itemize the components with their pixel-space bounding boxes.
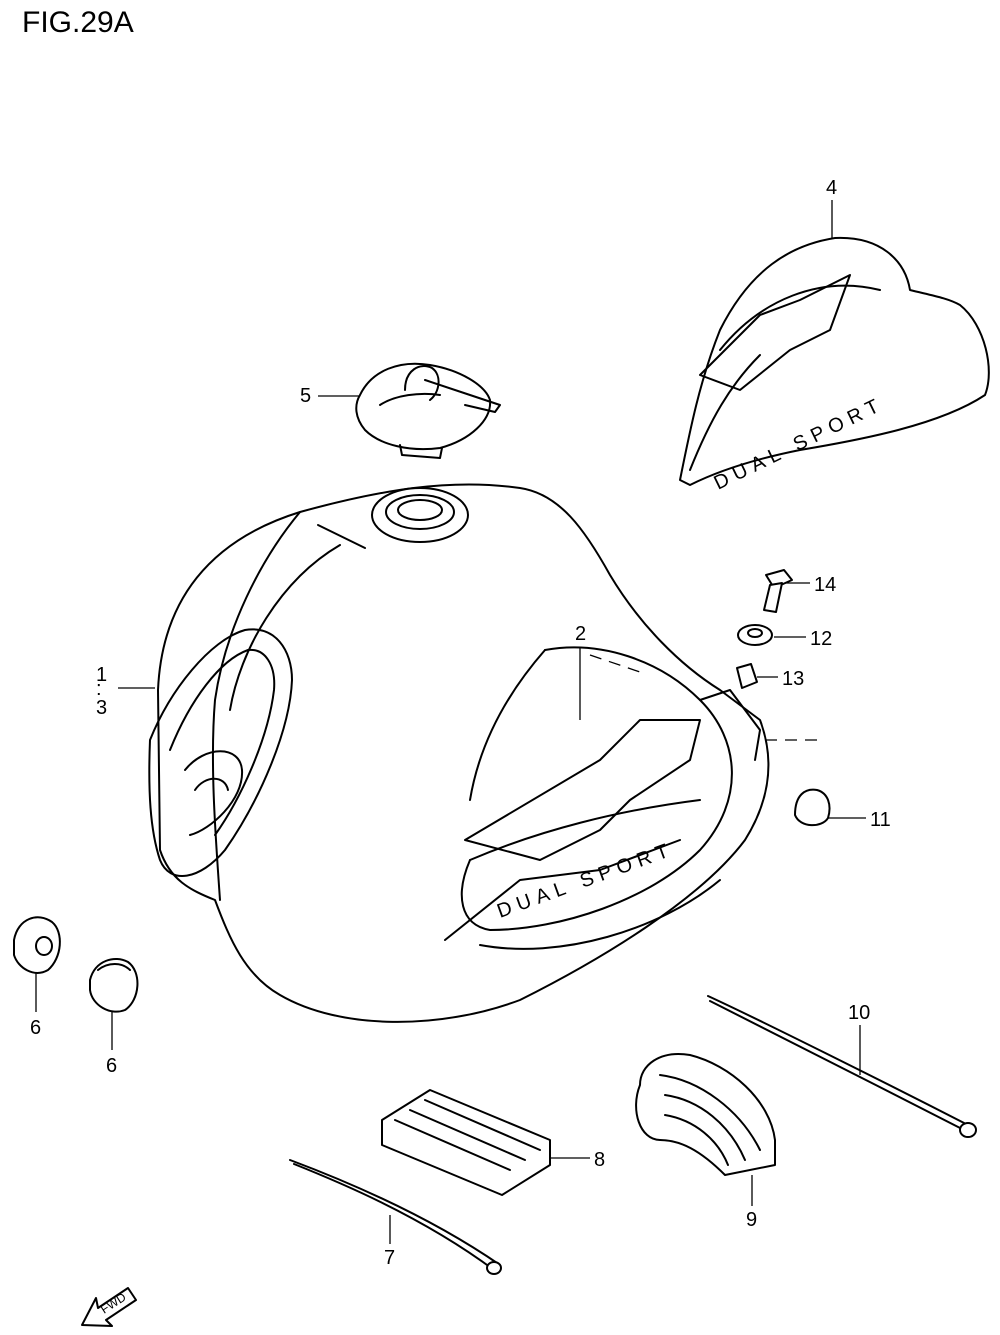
callout-6-left: 6 [30,1017,41,1039]
side-cover-emblem: DUAL SPORT [679,236,990,494]
cap-6-left [13,916,61,974]
callout-3: 3 [96,697,107,719]
band-7 [289,1159,502,1275]
grommet-11 [794,788,831,827]
callout-13: 13 [782,668,804,690]
callout-12: 12 [810,628,832,650]
cap-6-right [89,958,139,1013]
callout-8: 8 [594,1149,605,1171]
figure-title: FIG.29A [22,6,134,39]
callout-11: 11 [870,809,891,831]
callout-7: 7 [384,1247,395,1269]
bolt-14 [763,569,793,613]
band-10 [707,995,977,1138]
forward-direction-arrow: FWD [81,1287,137,1327]
leader-lines [35,200,866,1244]
callout-2: 2 [575,623,586,645]
callout-1-separator: : [96,678,102,700]
collar-13 [736,663,758,689]
callout-5: 5 [300,385,311,407]
fuel-cap [355,362,501,459]
callout-4: 4 [826,177,837,199]
washer-12 [737,624,773,646]
callout-9: 9 [746,1209,757,1231]
callout-14: 14 [814,574,836,596]
fuel-tank: DUAL SPORT [148,483,825,1023]
callout-1: 1 [96,664,107,686]
pad-8 [381,1089,551,1196]
cushion-9 [635,1053,776,1176]
callout-6-right: 6 [106,1055,117,1077]
callout-labels: 1 : 3 2 4 5 6 6 7 8 9 10 11 12 13 14 [30,177,891,1269]
callout-10: 10 [848,1002,870,1024]
